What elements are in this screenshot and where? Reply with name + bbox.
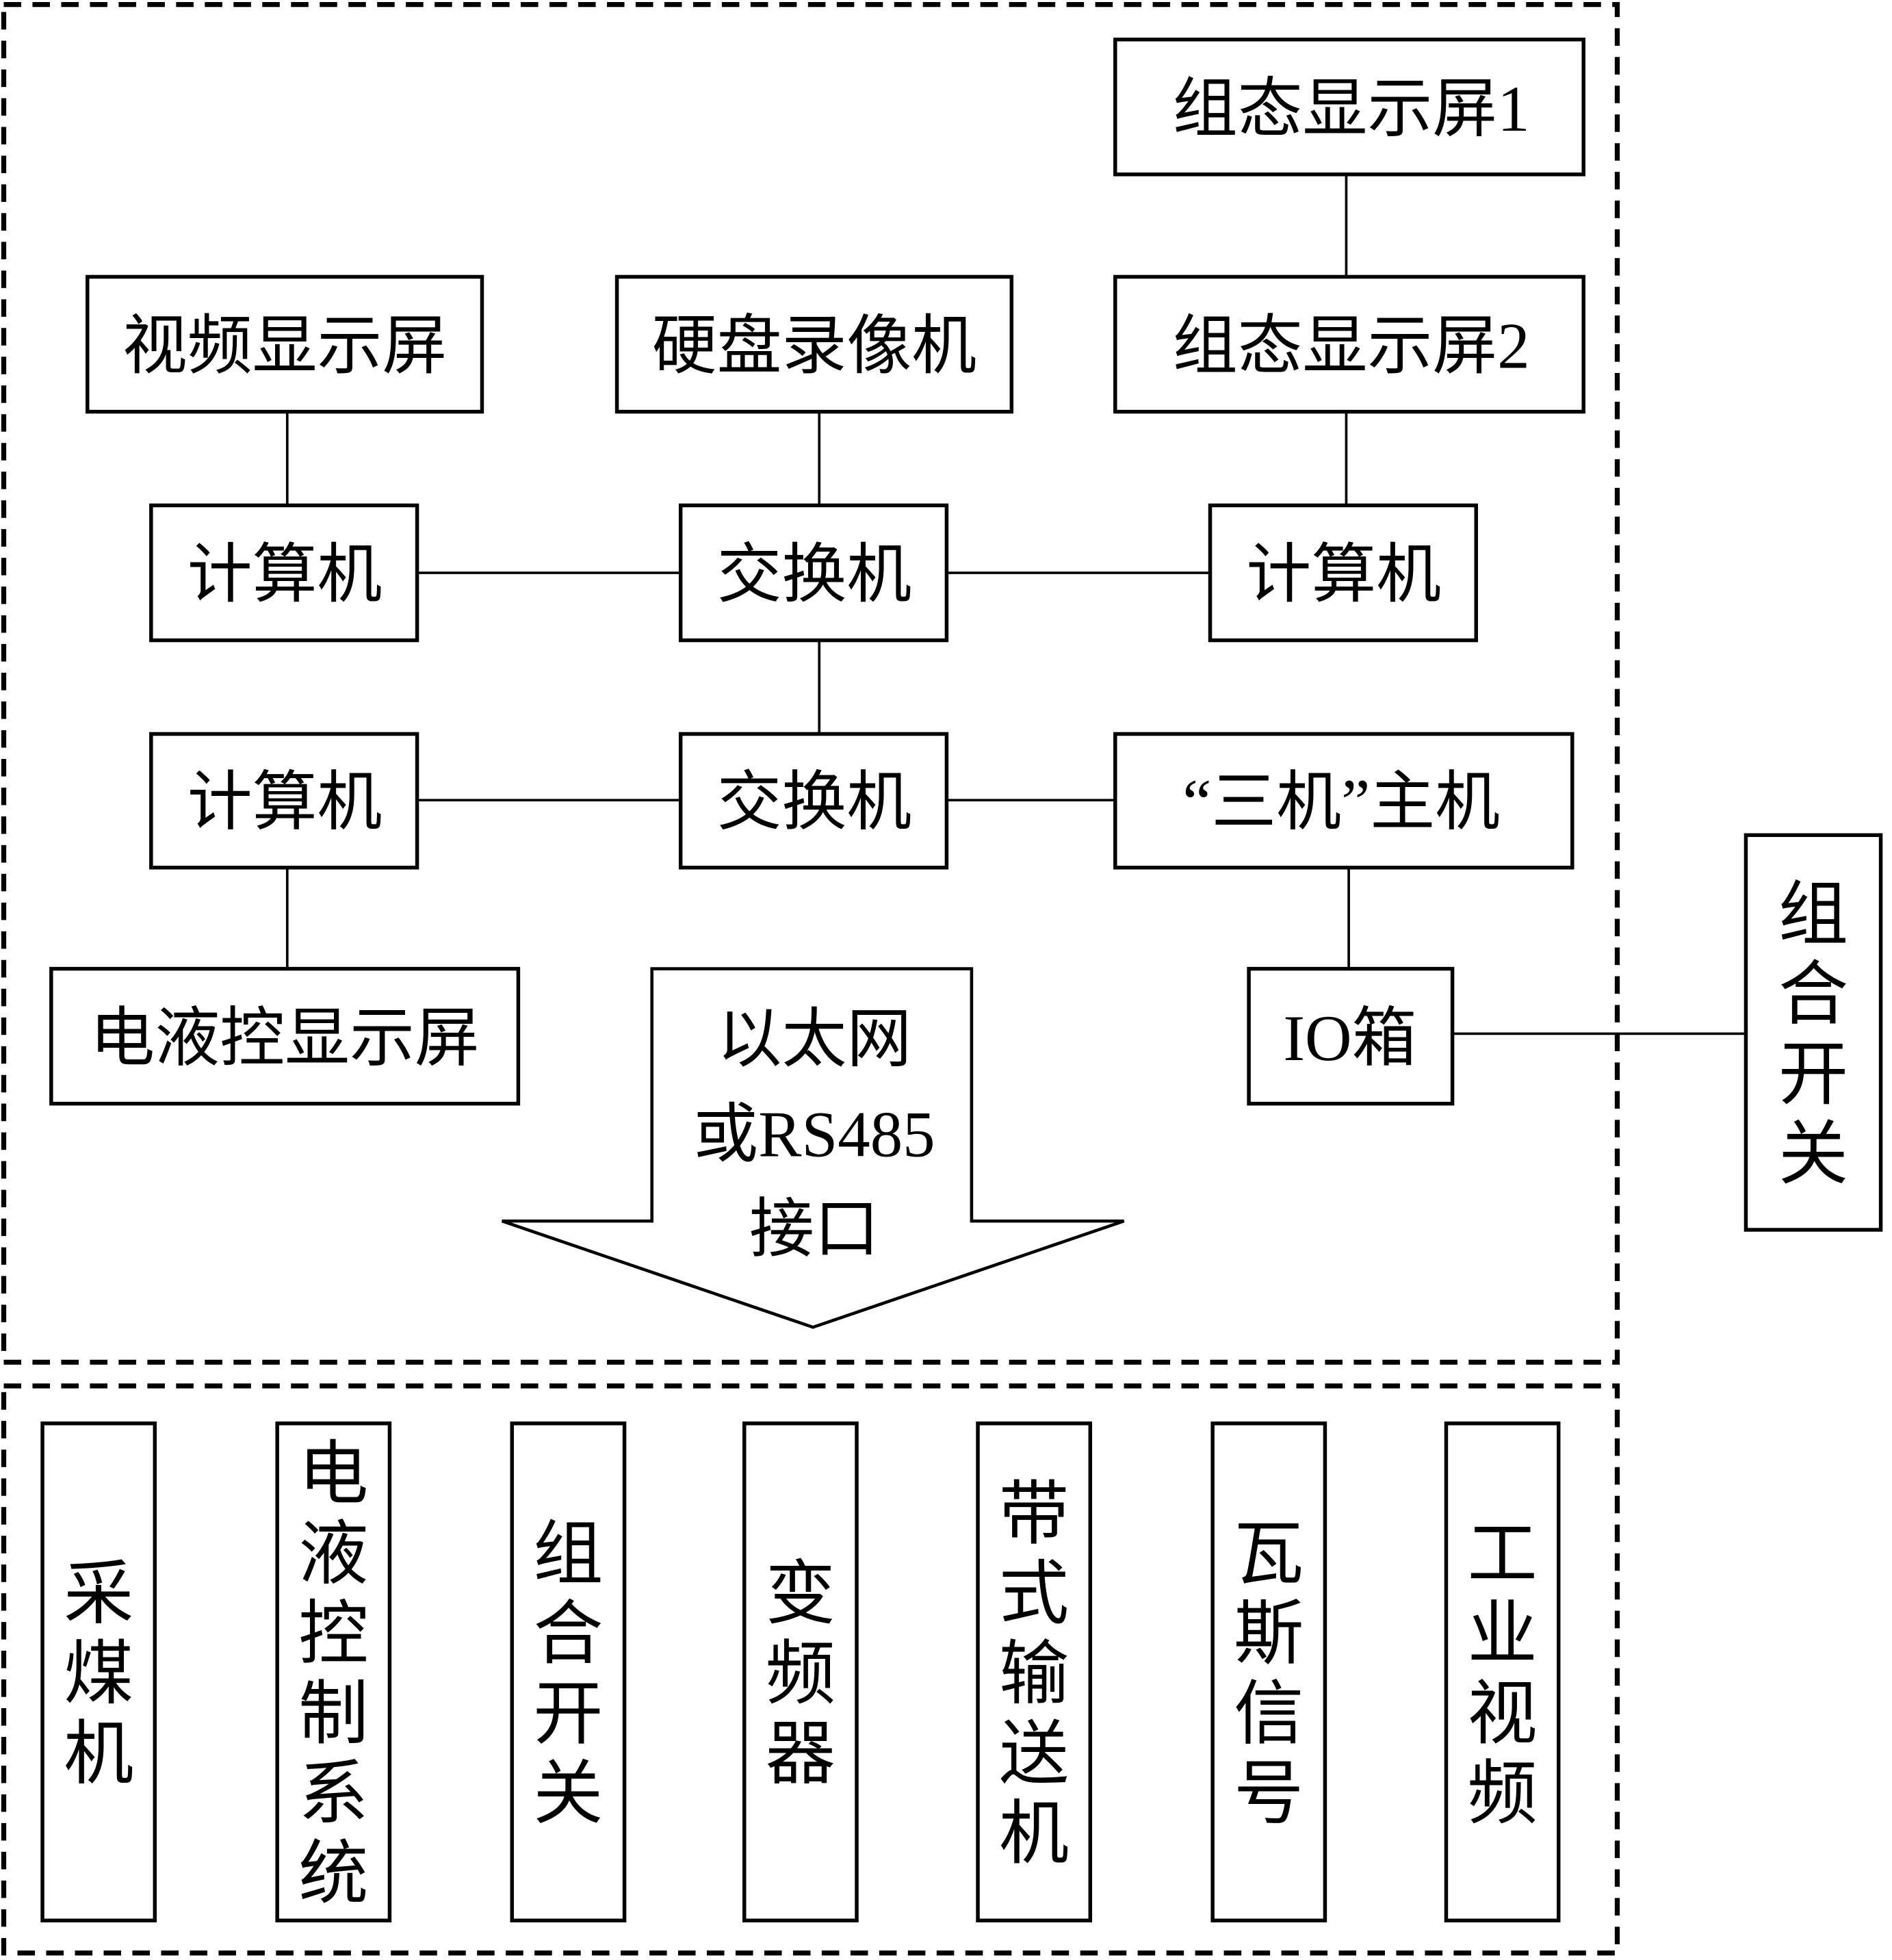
video-screen-label: 视频显示屏 xyxy=(122,310,447,383)
label-char: 视 xyxy=(1467,1676,1537,1753)
label-char: 液 xyxy=(298,1516,368,1593)
label-char: 组 xyxy=(533,1516,603,1593)
label-char: 开 xyxy=(1778,1036,1848,1113)
field-device-label: 工业视频 xyxy=(1467,1516,1537,1833)
label-char: 信 xyxy=(1234,1676,1304,1753)
label-char: 频 xyxy=(766,1636,835,1713)
label-char: 号 xyxy=(1234,1756,1304,1833)
node-switch-top: 交换机 xyxy=(678,503,949,643)
down-arrow-icon xyxy=(501,967,1125,1329)
switch-bottom-label: 交换机 xyxy=(717,766,912,838)
field-device-label: 变频器 xyxy=(766,1556,835,1794)
interface-line-2: 或RS485 xyxy=(693,1098,935,1170)
node-combo-switch-external: 组合开关 xyxy=(1744,833,1883,1232)
label-char: 关 xyxy=(533,1756,603,1833)
label-char: 控 xyxy=(298,1596,368,1673)
field-device: 变频器 xyxy=(742,1421,859,1923)
interface-line-3: 接口 xyxy=(749,1193,879,1265)
node-three-machine-host: “三机”主机 xyxy=(1113,732,1574,870)
node-config-screen-2: 组态显示屏2 xyxy=(1113,274,1585,414)
combo-switch-external-label: 组合开关 xyxy=(1778,877,1848,1194)
field-devices: 采煤机 电液控制系统 组合开关 变频器 带式输送机 瓦斯信号 工业视频 xyxy=(40,1421,1561,1923)
ehc-screen-label: 电液控显示屏 xyxy=(90,1002,479,1074)
label-char: 机 xyxy=(64,1716,133,1793)
node-io-box: IO箱 xyxy=(1247,966,1455,1106)
label-char: 电 xyxy=(298,1436,368,1513)
label-char: 合 xyxy=(1778,957,1848,1034)
node-ehc-screen: 电液控显示屏 xyxy=(49,966,521,1106)
node-switch-bottom: 交换机 xyxy=(678,732,949,870)
interface-line-1: 以太网 xyxy=(717,1003,912,1076)
field-device: 电液控制系统 xyxy=(275,1421,392,1923)
field-device-label: 组合开关 xyxy=(533,1516,603,1833)
computer-right-label: 计算机 xyxy=(1246,539,1441,611)
label-char: 制 xyxy=(298,1676,368,1753)
label-char: 业 xyxy=(1467,1596,1537,1673)
field-device-label: 带式输送机 xyxy=(999,1476,1069,1873)
label-char: 统 xyxy=(298,1835,368,1913)
io-box-label: IO箱 xyxy=(1283,1002,1416,1074)
connections xyxy=(285,174,1746,1035)
node-computer-left-top: 计算机 xyxy=(149,503,419,643)
computer-left-bottom-label: 计算机 xyxy=(187,766,383,838)
label-char: 器 xyxy=(766,1716,835,1793)
label-char: 送 xyxy=(999,1716,1069,1793)
node-video-screen: 视频显示屏 xyxy=(86,274,484,414)
label-char: 斯 xyxy=(1234,1596,1304,1673)
field-device: 采煤机 xyxy=(40,1421,157,1923)
field-devices-group xyxy=(1,1383,1620,1956)
label-char: 煤 xyxy=(64,1636,133,1713)
switch-top-label: 交换机 xyxy=(717,539,912,611)
field-device: 带式输送机 xyxy=(976,1421,1093,1923)
label-char: 变 xyxy=(766,1556,835,1634)
label-char: 机 xyxy=(999,1796,1069,1873)
field-device: 工业视频 xyxy=(1444,1421,1561,1923)
label-char: 关 xyxy=(1778,1116,1848,1194)
control-center-group xyxy=(1,1,1620,1365)
node-computer-left-bottom: 计算机 xyxy=(149,732,419,870)
field-device-label: 瓦斯信号 xyxy=(1234,1516,1304,1833)
label-char: 组 xyxy=(1778,877,1848,954)
label-char: 工 xyxy=(1467,1516,1537,1593)
field-device: 组合开关 xyxy=(510,1421,627,1923)
label-char: 系 xyxy=(298,1756,368,1833)
label-char: 瓦 xyxy=(1234,1516,1304,1593)
config-screen-1-label: 组态显示屏1 xyxy=(1173,73,1530,145)
interface-arrow: 以太网 或RS485 接口 xyxy=(501,967,1125,1329)
label-char: 带 xyxy=(999,1476,1069,1553)
label-char: 频 xyxy=(1467,1756,1537,1833)
label-char: 输 xyxy=(999,1636,1069,1713)
computer-left-top-label: 计算机 xyxy=(187,539,383,611)
node-computer-right: 计算机 xyxy=(1208,503,1478,643)
label-char: 合 xyxy=(533,1596,603,1673)
three-machine-host-label: “三机”主机 xyxy=(1182,766,1500,838)
label-char: 开 xyxy=(533,1676,603,1753)
label-char: 式 xyxy=(999,1556,1069,1634)
label-char: 采 xyxy=(64,1556,133,1634)
config-screen-2-label: 组态显示屏2 xyxy=(1173,310,1530,383)
node-dvr: 硬盘录像机 xyxy=(614,274,1014,414)
field-device-label: 电液控制系统 xyxy=(298,1436,368,1913)
field-device: 瓦斯信号 xyxy=(1210,1421,1327,1923)
node-config-screen-1: 组态显示屏1 xyxy=(1113,37,1585,177)
dvr-label: 硬盘录像机 xyxy=(652,310,976,383)
field-device-label: 采煤机 xyxy=(64,1556,133,1794)
